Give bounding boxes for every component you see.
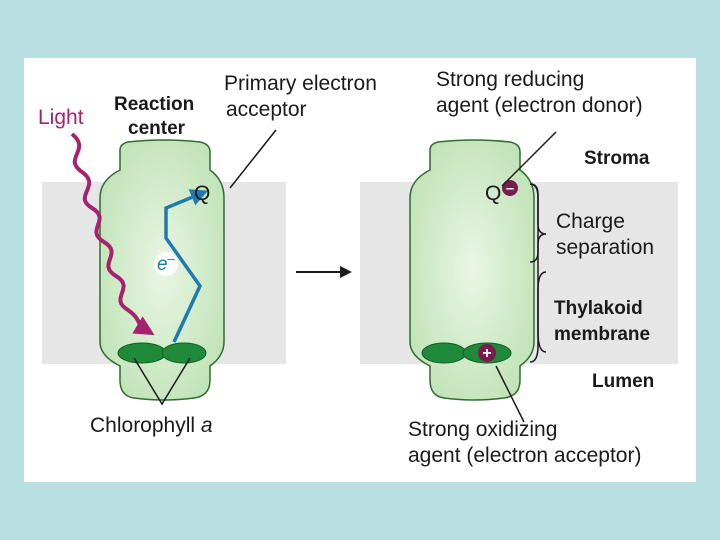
lumen-label: Lumen — [592, 371, 654, 392]
oxidizing-agent-label-2: agent (electron acceptor) — [408, 444, 641, 467]
reaction-center-right — [409, 139, 535, 401]
minus-sign: – — [506, 180, 514, 197]
stroma-label: Stroma — [584, 148, 650, 169]
plus-sign: + — [482, 345, 491, 362]
photosystem-diagram: e– Q Q – + Light Reaction center Primary… — [38, 68, 678, 467]
electron-label: e– — [157, 251, 176, 275]
minus-marker — [502, 180, 518, 196]
thylakoid-label-1: Thylakoid — [554, 298, 643, 319]
reaction-center-label-1: Reaction — [114, 94, 194, 115]
plus-marker — [478, 344, 496, 362]
charge-separation-label-1: Charge — [556, 210, 625, 233]
q-label-left: Q — [194, 182, 210, 205]
oxidizing-agent-leader — [495, 365, 525, 423]
reducing-agent-label-2: agent (electron donor) — [436, 94, 643, 117]
light-label: Light — [38, 106, 84, 129]
chlorophyll-label: Chlorophyll a — [90, 414, 213, 437]
membrane-brace-top — [529, 183, 547, 353]
reducing-agent-leader — [501, 131, 557, 187]
light-arrow — [70, 132, 155, 336]
primary-acceptor-label-1: Primary electron — [224, 72, 377, 95]
oxidizing-agent-label-1: Strong oxidizing — [408, 418, 557, 441]
chlorophyll-left-1 — [117, 342, 167, 364]
chlorophyll-leader — [133, 357, 191, 406]
membrane-brace-bottom — [529, 271, 547, 363]
reducing-agent-label-1: Strong reducing — [436, 68, 584, 91]
thylakoid-label-2: membrane — [554, 324, 650, 345]
q-label-right: Q — [485, 182, 501, 205]
primary-acceptor-label-2: acceptor — [226, 98, 307, 121]
chlorophyll-left-2 — [161, 342, 207, 364]
chlorophyll-right-1 — [421, 342, 467, 364]
diagram-panel: e– Q Q – + Light Reaction center Primary… — [24, 58, 696, 482]
charge-separation-label-2: separation — [556, 236, 654, 259]
reaction-center-label-2: center — [128, 118, 186, 139]
electron-label-bg — [154, 252, 178, 276]
electron-path — [164, 189, 209, 343]
primary-acceptor-leader — [229, 129, 277, 189]
